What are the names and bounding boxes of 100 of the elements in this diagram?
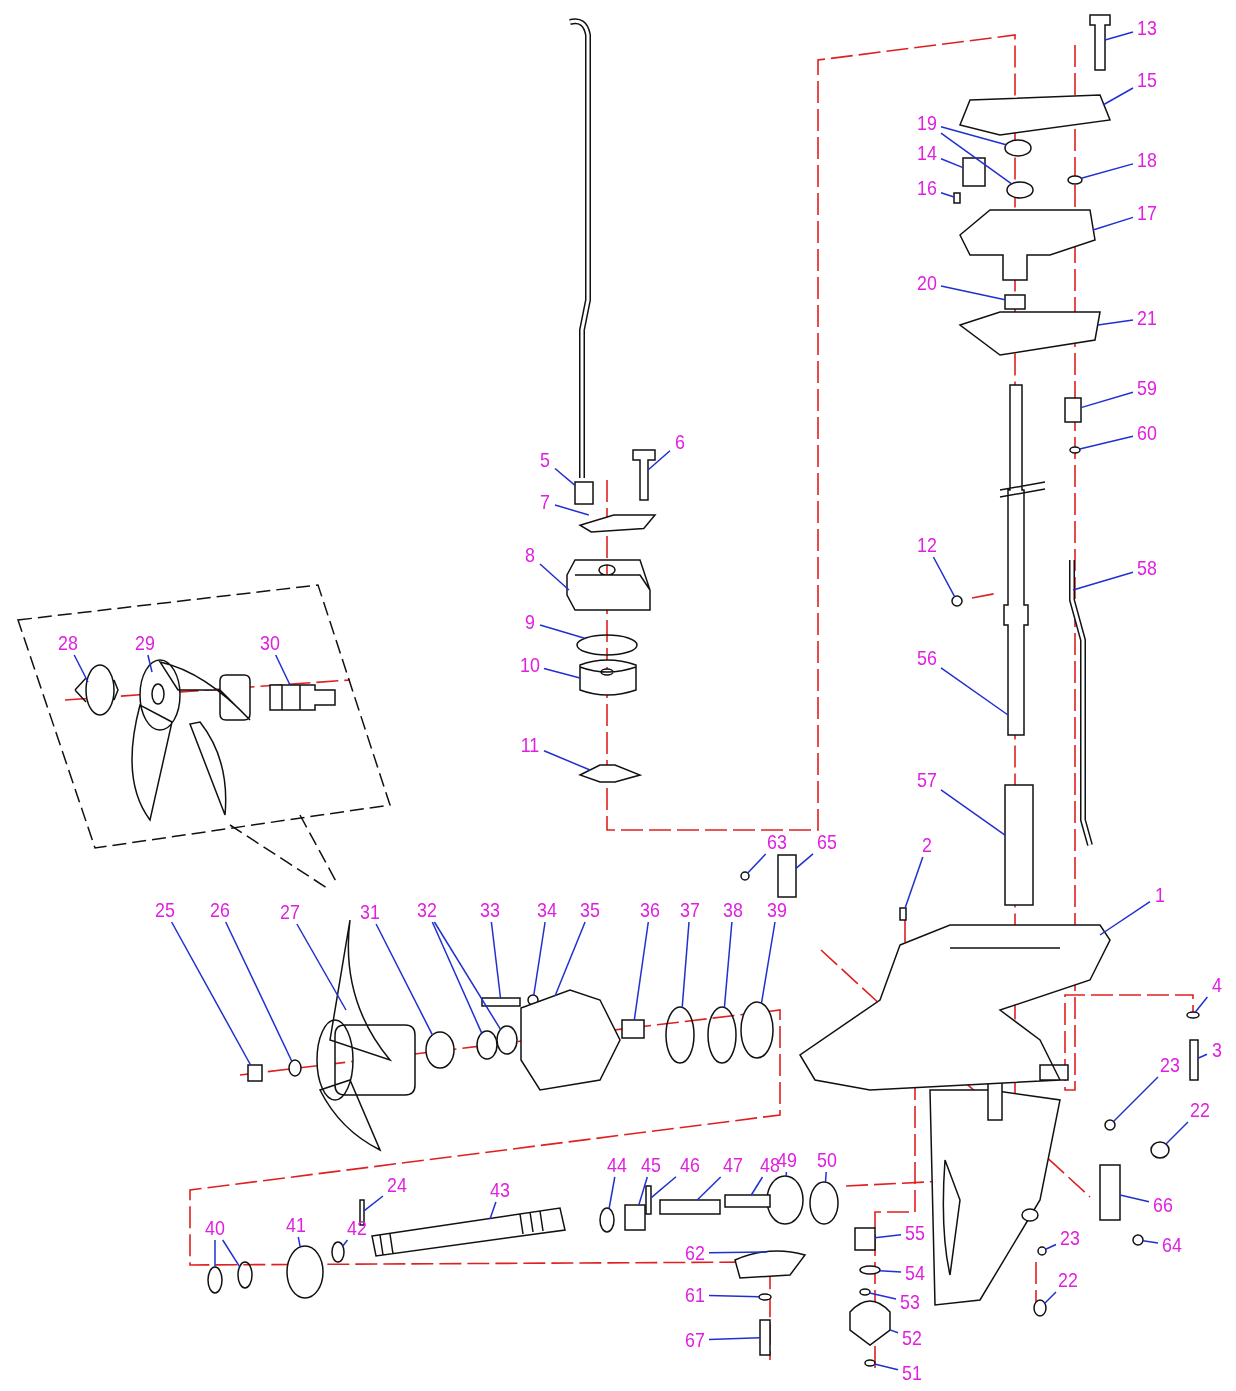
leader-line xyxy=(539,563,570,591)
leader-line xyxy=(147,654,153,673)
seal-drawing xyxy=(740,1001,774,1059)
leader-line xyxy=(1080,163,1134,180)
leader-line xyxy=(940,157,964,169)
gear-drawing xyxy=(286,1245,324,1299)
leader-line xyxy=(696,1176,722,1201)
leader-line xyxy=(1119,1194,1150,1203)
anode-drawing xyxy=(1099,1164,1121,1221)
callout-number: 34 xyxy=(537,899,557,921)
callout-number: 40 xyxy=(205,1217,225,1239)
leader-line xyxy=(1194,996,1209,1013)
callout-number: 41 xyxy=(286,1214,306,1236)
callout-number: 32 xyxy=(417,899,437,921)
shift-slider-drawing xyxy=(624,1204,646,1231)
shift-rod-drawing xyxy=(1069,560,1093,846)
leader-line xyxy=(170,921,252,1066)
callout-number: 4 xyxy=(1212,974,1222,996)
callout-number: 35 xyxy=(580,899,600,921)
callout-number: 31 xyxy=(360,901,380,923)
leader-line xyxy=(879,1269,902,1273)
washer-drawing xyxy=(1069,446,1081,454)
o-ring-drawing xyxy=(707,1006,737,1064)
leader-line xyxy=(940,667,1009,716)
callout-number: 12 xyxy=(917,534,937,556)
callout-number: 38 xyxy=(723,899,743,921)
pin-drawing xyxy=(899,907,907,921)
leader-line xyxy=(1112,1076,1159,1123)
screw-drawing xyxy=(740,871,750,881)
housing-drawing xyxy=(959,209,1096,281)
impeller-drawing xyxy=(578,764,643,783)
bearing-drawing xyxy=(496,1025,518,1055)
pump-housing-drawing xyxy=(566,559,651,611)
pin-drawing xyxy=(724,1194,771,1208)
callout-number: 44 xyxy=(607,1154,627,1176)
leader-line xyxy=(723,921,733,1009)
callout-number: 15 xyxy=(1137,69,1157,91)
callout-number: 13 xyxy=(1137,17,1157,39)
leader-line xyxy=(431,921,483,1034)
leader-line xyxy=(746,853,767,874)
leader-line xyxy=(940,126,1007,146)
callout-number: 52 xyxy=(902,1327,922,1349)
callout-number: 27 xyxy=(280,901,300,923)
leader-line xyxy=(543,750,591,771)
bushing-drawing xyxy=(854,1227,876,1251)
leader-line xyxy=(608,1176,616,1210)
leader-line xyxy=(940,191,955,198)
drive-shaft-drawing xyxy=(999,384,1046,736)
ring-drawing xyxy=(331,1241,345,1263)
callout-number: 11 xyxy=(520,734,540,756)
callout-number: 63 xyxy=(767,831,787,853)
callout-number: 1 xyxy=(1155,884,1165,906)
leader-line xyxy=(940,285,1006,301)
callout-number: 20 xyxy=(917,272,937,294)
leader-line xyxy=(1104,31,1134,41)
leader-line xyxy=(633,921,650,1021)
leader-line xyxy=(1099,900,1151,936)
leader-line xyxy=(1044,1291,1057,1304)
bolt-drawing xyxy=(1089,14,1111,71)
callout-number: 61 xyxy=(685,1284,705,1306)
leader-line xyxy=(490,921,502,999)
leader-line xyxy=(554,504,590,516)
callout-number: 36 xyxy=(640,899,660,921)
callout-number: 59 xyxy=(1137,377,1157,399)
leader-line xyxy=(824,1171,827,1183)
callout-number: 30 xyxy=(260,632,280,654)
leader-line xyxy=(296,923,347,1011)
callout-number: 53 xyxy=(900,1291,920,1313)
leader-line xyxy=(1102,87,1134,106)
callout-number: 29 xyxy=(135,632,155,654)
callout-number: 16 xyxy=(917,177,937,199)
leader-line xyxy=(489,1201,497,1220)
callout-number: 39 xyxy=(767,899,787,921)
leader-line xyxy=(1165,1121,1189,1145)
leader-line xyxy=(904,856,924,909)
washer-drawing xyxy=(1186,1011,1200,1019)
bolt-drawing xyxy=(759,1319,771,1356)
callout-number: 7 xyxy=(540,491,550,513)
leader-line xyxy=(1072,571,1134,591)
callout-number: 54 xyxy=(905,1262,925,1284)
washer-drawing xyxy=(758,1293,772,1301)
washer-drawing xyxy=(859,1288,871,1296)
bearing-drawing xyxy=(1004,139,1032,157)
leader-line xyxy=(647,450,671,471)
plate-drawing xyxy=(959,94,1112,136)
callout-number: 66 xyxy=(1153,1194,1173,1216)
callout-number: 19 xyxy=(917,112,937,134)
propeller-drawing xyxy=(131,659,251,821)
bushing-drawing xyxy=(269,684,336,711)
callout-number: 56 xyxy=(917,647,937,669)
callout-number: 2 xyxy=(922,834,932,856)
leader-line xyxy=(73,654,89,683)
callout-number: 50 xyxy=(817,1149,837,1171)
bolt-drawing xyxy=(632,449,656,501)
leader-line xyxy=(375,923,434,1036)
callout-number: 17 xyxy=(1137,202,1157,224)
gasket-drawing xyxy=(958,311,1101,356)
leader-line xyxy=(785,1171,788,1177)
callout-number: 14 xyxy=(917,142,937,164)
washer-drawing xyxy=(864,1359,876,1367)
